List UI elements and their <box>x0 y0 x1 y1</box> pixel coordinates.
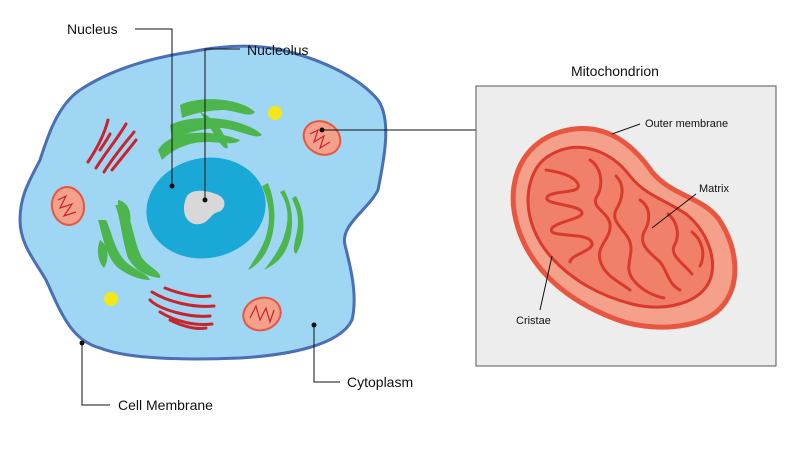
label-outer-membrane: Outer membrane <box>645 118 728 130</box>
label-cytoplasm-group: Cytoplasm <box>311 322 413 390</box>
animal-cell <box>18 44 388 361</box>
golgi-apparatus <box>97 99 304 280</box>
inset-cristae <box>544 158 705 300</box>
label-matrix-group: Matrix <box>651 183 729 229</box>
label-nucleus: Nucleus <box>67 21 118 37</box>
label-nucleolus-group: Nucleolus <box>202 42 308 203</box>
endoplasmic-reticulum <box>86 118 216 330</box>
label-nucleus-group: Nucleus <box>67 21 175 189</box>
nucleolus <box>183 190 225 225</box>
mitochondrion-left <box>50 186 86 226</box>
mitochondrion-bottom <box>242 296 282 332</box>
vesicle-top <box>268 106 282 120</box>
label-cristae-group: Cristae <box>516 255 553 327</box>
label-nucleolus: Nucleolus <box>247 42 308 58</box>
label-cell-membrane: Cell Membrane <box>118 397 213 413</box>
label-cristae: Cristae <box>516 315 551 327</box>
mitochondrion-inset: Mitochondrion Outer membrane Matrix Cris… <box>475 63 777 367</box>
label-matrix: Matrix <box>699 183 729 195</box>
label-outer-membrane-group: Outer membrane <box>611 118 728 135</box>
inset-title: Mitochondrion <box>571 63 659 79</box>
label-cytoplasm: Cytoplasm <box>347 374 413 390</box>
label-cell-membrane-group: Cell Membrane <box>79 340 213 413</box>
vesicle-bottom <box>104 292 118 306</box>
connector-to-inset <box>319 127 476 133</box>
